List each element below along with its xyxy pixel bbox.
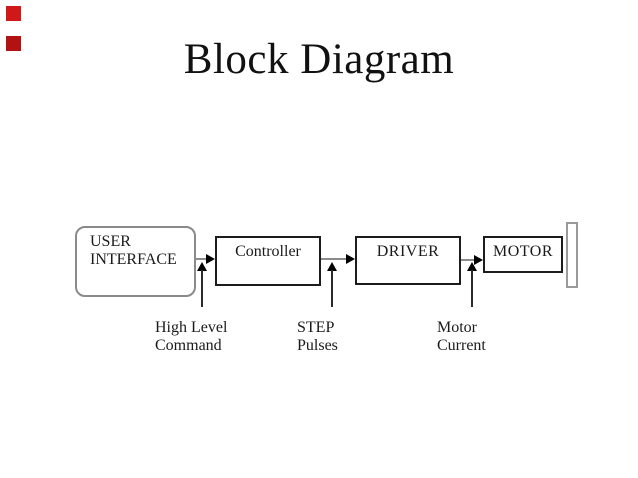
arrowhead-right-icon <box>474 255 483 265</box>
block-driver: DRIVER <box>355 236 461 285</box>
label-line: High Level <box>155 319 228 336</box>
signal-line-high-level-command <box>201 270 203 307</box>
motor-shaft-flange <box>566 222 578 288</box>
signal-line-step-pulses <box>331 270 333 307</box>
slide-title: Block Diagram <box>183 36 455 83</box>
label-line: Motor <box>437 319 477 336</box>
connector-ui-to-controller <box>195 258 208 260</box>
red-square-marker-top[interactable] <box>6 6 21 21</box>
label-line: STEP <box>297 319 335 336</box>
connector-driver-to-motor <box>461 259 476 261</box>
block-user-interface: USER INTERFACE <box>75 226 196 297</box>
label-line: Command <box>155 337 222 354</box>
block-controller-label: Controller <box>235 243 301 260</box>
red-square-marker-bottom[interactable] <box>6 36 21 51</box>
signal-line-motor-current <box>471 270 473 307</box>
block-motor: MOTOR <box>483 236 563 273</box>
block-motor-label: MOTOR <box>493 243 553 260</box>
block-user-interface-line2: INTERFACE <box>90 251 177 268</box>
arrowhead-up-icon <box>327 262 337 271</box>
arrowhead-up-icon <box>467 262 477 271</box>
label-line: Current <box>437 337 486 354</box>
arrowhead-right-icon <box>346 254 355 264</box>
label-step-pulses: STEP Pulses <box>297 319 338 355</box>
block-controller: Controller <box>215 236 321 286</box>
connector-controller-to-driver <box>321 258 348 260</box>
label-high-level-command: High Level Command <box>155 319 227 355</box>
arrowhead-up-icon <box>197 262 207 271</box>
label-motor-current: Motor Current <box>437 319 486 355</box>
arrowhead-right-icon <box>206 254 215 264</box>
block-user-interface-line1: USER <box>90 233 131 250</box>
block-driver-label: DRIVER <box>376 243 440 260</box>
label-line: Pulses <box>297 337 338 354</box>
